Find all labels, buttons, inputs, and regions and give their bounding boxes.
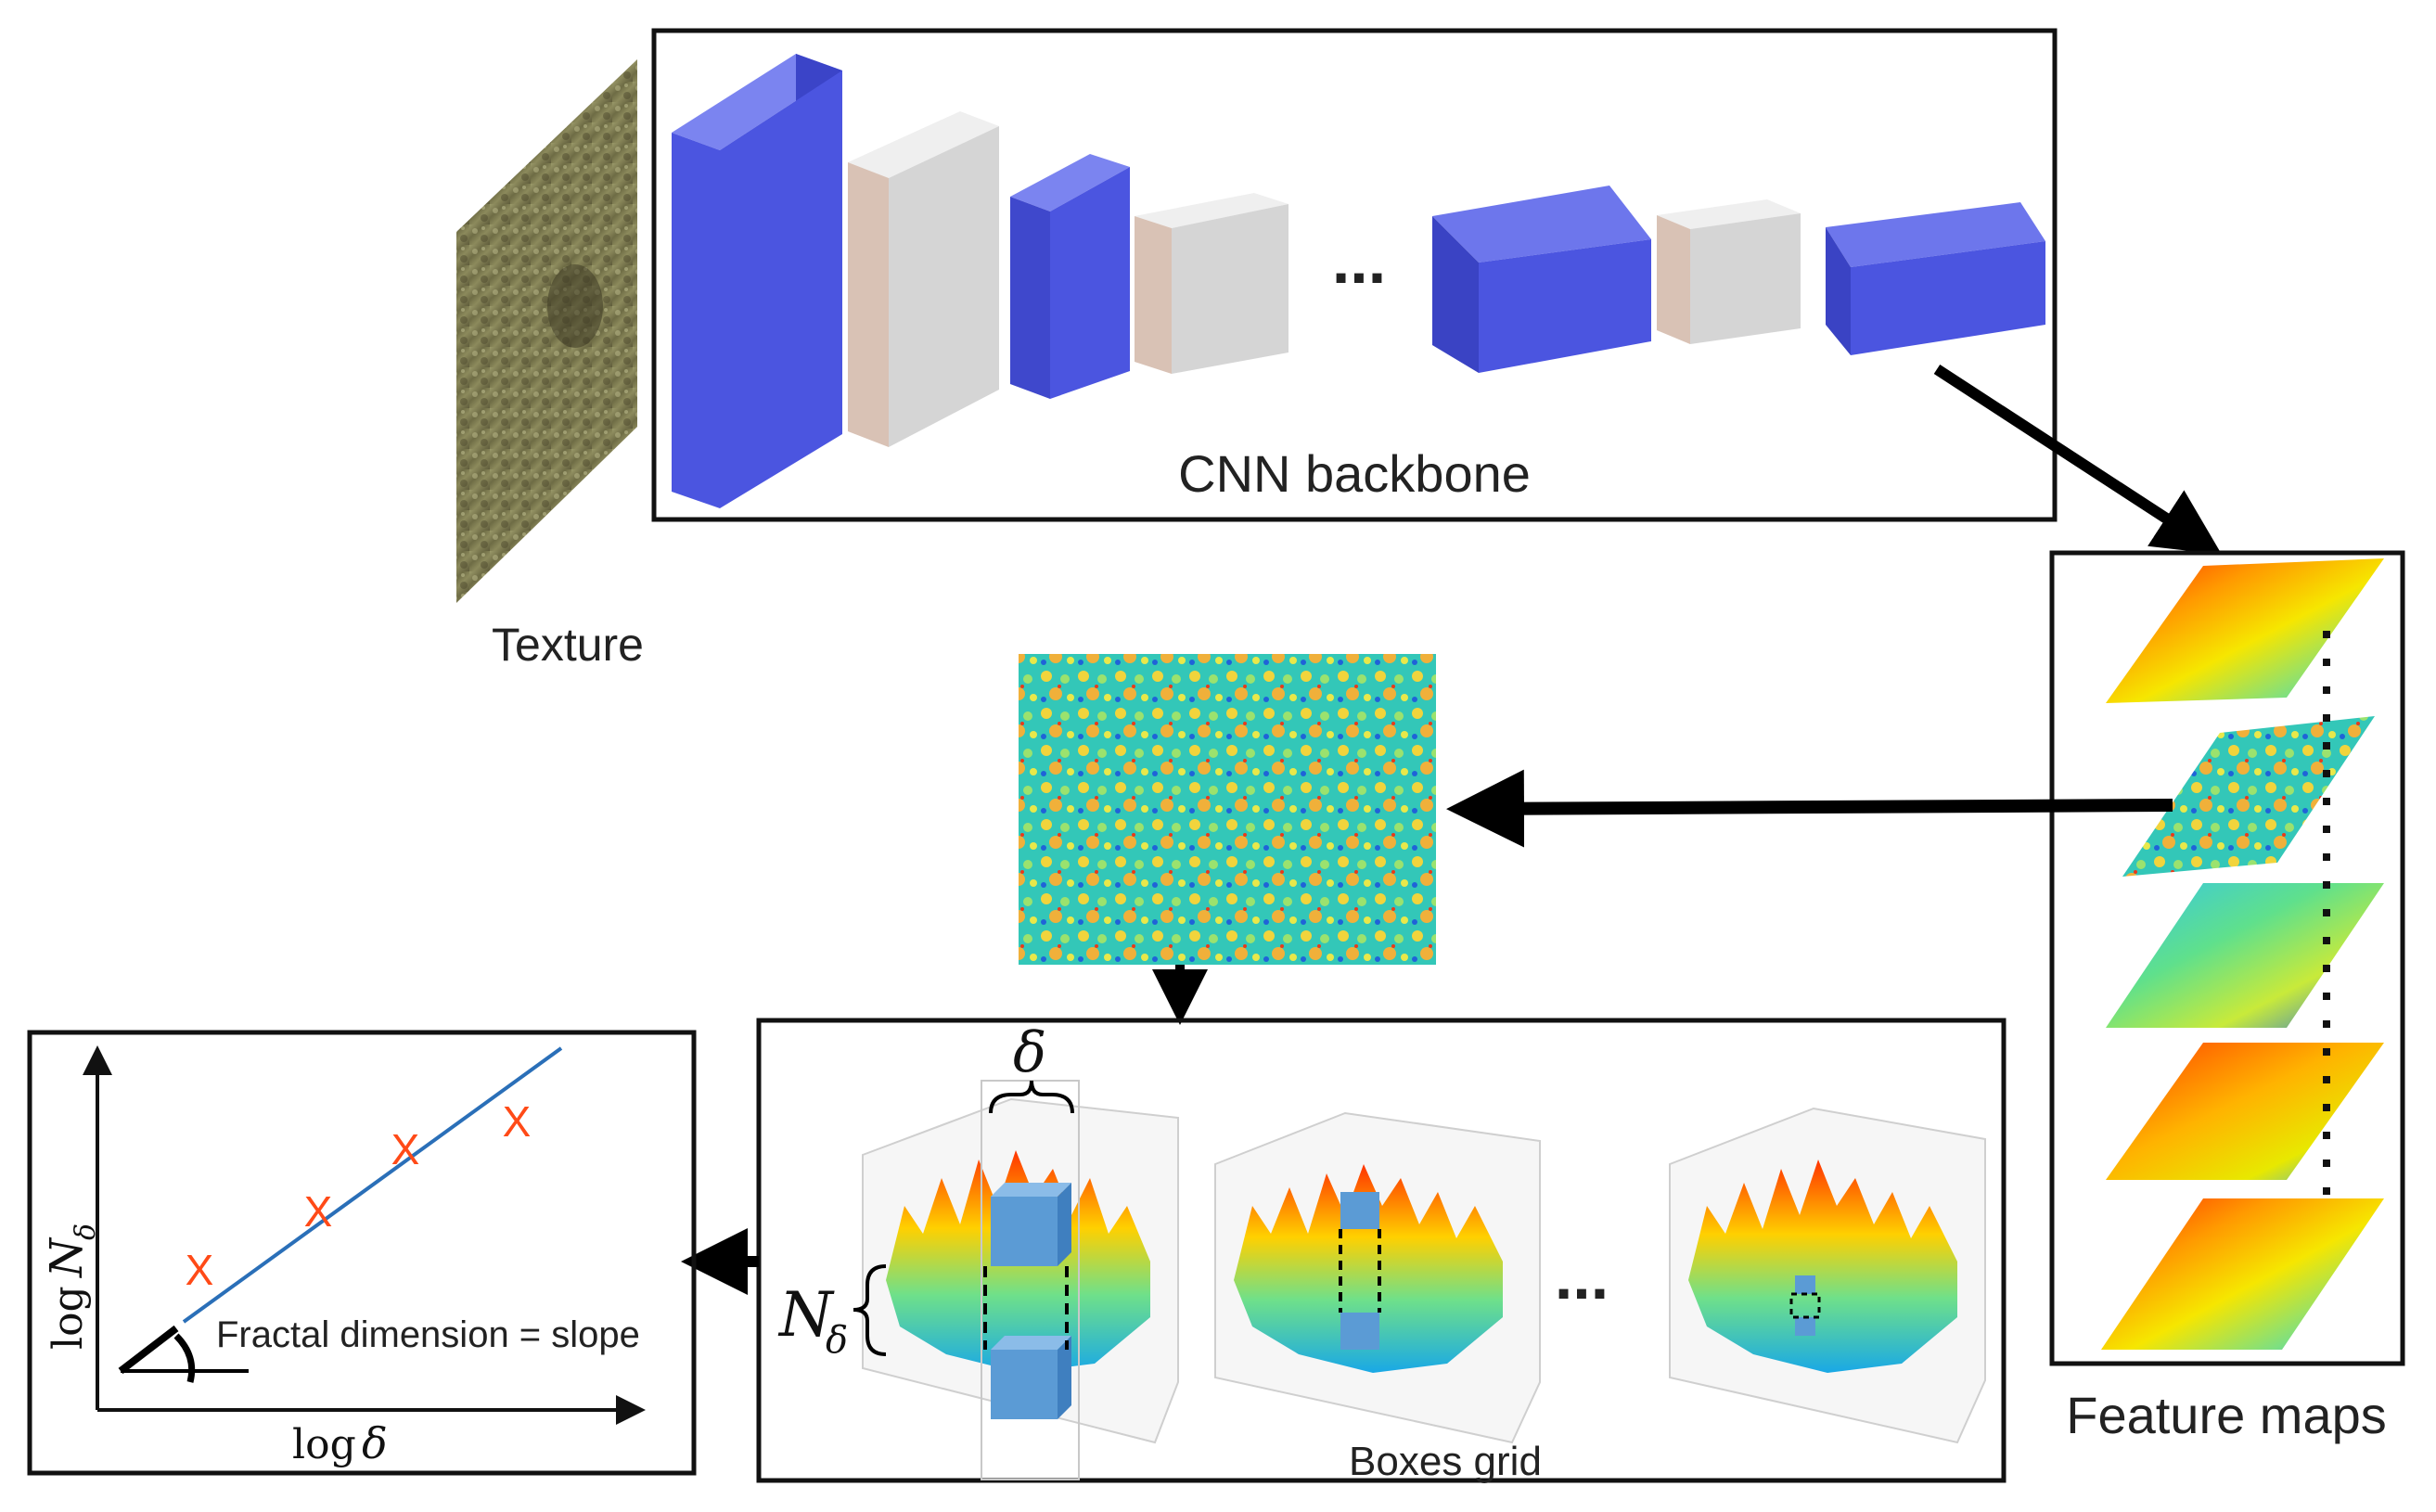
y-axis-subscript: δ: [70, 1224, 102, 1240]
texture-label: Texture: [492, 619, 644, 671]
x-axis-label: log δ: [292, 1418, 388, 1468]
arrow-cnn-to-features: [1933, 364, 2223, 555]
sample-point-4: X: [503, 1097, 532, 1146]
sample-point-2: X: [304, 1187, 333, 1236]
conv-block-2: [1010, 154, 1130, 399]
selected-feature-map: [1019, 654, 1436, 965]
pool-block-1: [848, 111, 999, 447]
small-box-bottom: [1340, 1313, 1379, 1350]
pool-block-2: [1135, 193, 1289, 374]
delta-bracket: [989, 1080, 1074, 1114]
feature-map-3: [2106, 883, 2384, 1028]
tiny-box-bottom: [1795, 1317, 1815, 1336]
cnn-backbone-box: [651, 28, 2058, 522]
sample-point-1: X: [186, 1246, 214, 1294]
conv-block-1: [672, 54, 842, 508]
box-cube-bottom: [991, 1336, 1071, 1419]
surface-plot-3: [1669, 1107, 1986, 1444]
conv-block-4: [1826, 202, 2045, 355]
feature-map-stack: [2101, 558, 2384, 1350]
feature-map-1: [2106, 558, 2384, 703]
boxes-grid-label: Boxes grid: [1349, 1439, 1542, 1484]
box-cube-top: [991, 1183, 1071, 1266]
cnn-ellipsis: ...: [1332, 224, 1386, 297]
feature-map-4: [2106, 1043, 2384, 1180]
n-delta-label: N δ: [777, 1264, 887, 1362]
texture-image: [456, 59, 637, 603]
conv-block-3: [1432, 186, 1651, 373]
surface-plot-2: [1214, 1111, 1541, 1444]
n-symbol: N: [777, 1279, 835, 1351]
feature-map-5: [2101, 1198, 2384, 1350]
feature-maps-box: [2049, 550, 2405, 1366]
boxes-ellipsis: ...: [1555, 1240, 1609, 1313]
pool-block-3: [1657, 199, 1801, 344]
feature-map-2: [2122, 716, 2375, 877]
feature-maps-label: Feature maps: [2066, 1386, 2387, 1444]
surface-plot-1: [862, 1080, 1179, 1480]
fractal-dimension-label: Fractal dimension = slope: [216, 1314, 640, 1355]
y-axis-n: N: [41, 1237, 93, 1278]
x-axis-log: log: [292, 1421, 356, 1468]
arrow-features-to-map: [1446, 769, 2173, 848]
small-box-top: [1340, 1192, 1379, 1229]
x-axis-delta: δ: [362, 1418, 388, 1468]
sample-point-3: X: [391, 1125, 420, 1173]
tiny-box-top: [1795, 1275, 1815, 1294]
angle-measure-icon: [118, 1325, 249, 1383]
n-subscript-delta: δ: [826, 1319, 848, 1362]
cnn-backbone-label: CNN backbone: [1178, 444, 1531, 503]
regression-line: [182, 1046, 563, 1324]
y-axis-log: log: [45, 1286, 92, 1350]
cnn-layers: ...: [672, 54, 2045, 508]
y-axis-label: log N δ: [41, 1224, 102, 1350]
delta-symbol: δ: [1013, 1020, 1046, 1085]
boxes-grid-box: [756, 1018, 2006, 1483]
loglog-plot-box: [27, 1030, 697, 1476]
loglog-plot: X X X X Fractal dimension = slope log N …: [41, 1045, 646, 1468]
